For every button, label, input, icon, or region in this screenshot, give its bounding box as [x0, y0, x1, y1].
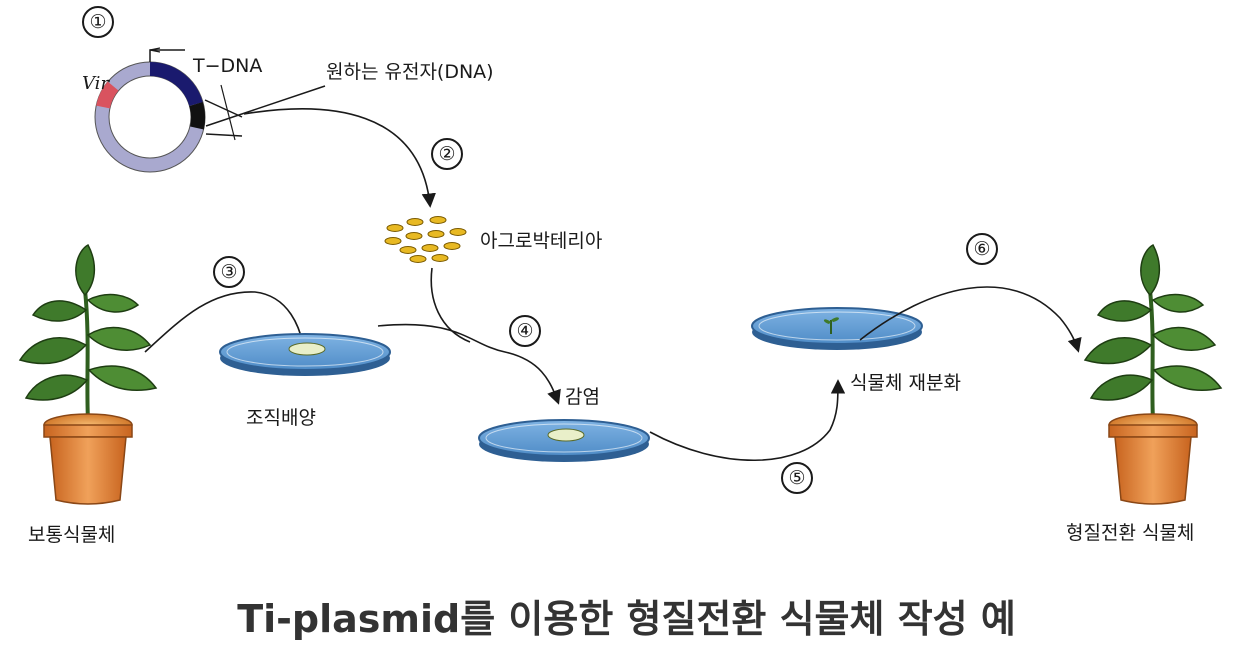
tdna-label: T−DNA — [193, 55, 263, 77]
infection-dish — [478, 419, 650, 463]
step-3-marker: ③ — [213, 256, 245, 288]
ti-plasmid — [94, 47, 326, 173]
tissue-culture-label: 조직배양 — [246, 407, 316, 429]
step-2-marker: ② — [431, 138, 463, 170]
step-6-marker: ⑥ — [966, 233, 998, 265]
agrobacteria-cluster — [384, 216, 467, 263]
transformed-plant — [1083, 243, 1223, 506]
normal-plant-label: 보통식물체 — [28, 524, 116, 546]
step-1-marker: ① — [82, 6, 114, 38]
arrow-step6 — [859, 286, 1082, 353]
normal-plant — [18, 243, 158, 506]
step-4-marker: ④ — [509, 315, 541, 347]
arrow-step5 — [649, 379, 846, 461]
arrow-step4 — [377, 323, 561, 405]
step-5-marker: ⑤ — [781, 462, 813, 494]
figure-caption: Ti-plasmid를 이용한 형질전환 식물체 작성 예 — [237, 597, 1016, 641]
transformed-plant-label: 형질전환 식물체 — [1066, 522, 1195, 544]
gene-segment — [189, 101, 206, 130]
tdna-segment — [149, 62, 203, 107]
plant-regeneration-label: 식물체 재분화 — [850, 372, 961, 394]
agrobacterium-label: 아그로박테리아 — [480, 230, 603, 252]
vir-segment — [96, 81, 119, 109]
desired-gene-label: 원하는 유전자(DNA) — [326, 61, 494, 83]
vir-label: Vir — [82, 73, 110, 94]
regeneration-dish — [751, 307, 923, 351]
arrow-step3 — [144, 291, 304, 353]
arrow-step2 — [243, 108, 436, 208]
infection-label: 감염 — [565, 386, 600, 408]
tissue-culture-dish — [219, 333, 391, 377]
